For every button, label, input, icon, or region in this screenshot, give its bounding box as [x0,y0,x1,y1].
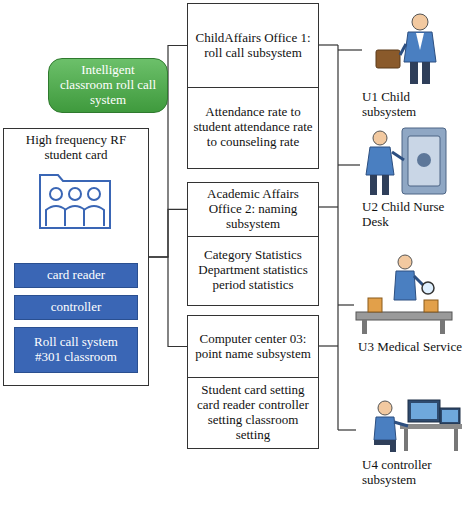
wire-bus [319,45,362,430]
student-card-icon [40,175,110,228]
unit-label: U1 Child subsystem [362,90,462,120]
subsystem-box: Attendance rate to student attendance ra… [187,87,319,169]
title-box: Intelligent classroom roll call system [48,58,168,113]
node-text: controller [51,300,102,315]
node-text: Attendance rate to student attendance ra… [193,105,313,150]
u2-figure [366,128,446,195]
unit-label: U4 controller subsystem [362,458,462,488]
connector [149,209,187,257]
u4-figure [374,400,462,452]
unit-label: U3 Medical Service [358,340,462,355]
node-text: Computer center 03: point name subsystem [193,332,313,362]
u3-figure [356,255,452,334]
node-text: High frequency RF student card [4,129,148,163]
node-text: card reader [47,268,105,283]
subsystem-box: Category Statistics Department statistic… [187,236,319,306]
node-text: ChildAffairs Office 1: roll call subsyst… [193,31,313,61]
device-box: card reader [14,263,138,288]
node-text: Student card setting card reader control… [193,383,313,443]
node-text: Academic Affairs Office 2: naming subsys… [193,187,313,232]
u1-figure [376,14,436,84]
device-box: Roll call system #301 classroom [14,327,138,373]
subsystem-box: Computer center 03: point name subsystem [187,315,319,378]
subsystem-box: ChildAffairs Office 1: roll call subsyst… [187,3,319,88]
unit-label: U2 Child Nurse Desk [362,200,462,230]
node-text: Intelligent classroom roll call system [54,63,162,108]
card-box: High frequency RF student card card reade… [3,128,149,386]
subsystem-box: Academic Affairs Office 2: naming subsys… [187,182,319,237]
node-text: Category Statistics Department statistic… [193,248,313,293]
node-text: Roll call system #301 classroom [20,335,132,365]
device-box: controller [14,295,138,320]
connector [149,257,187,347]
subsystem-box: Student card setting card reader control… [187,377,319,449]
